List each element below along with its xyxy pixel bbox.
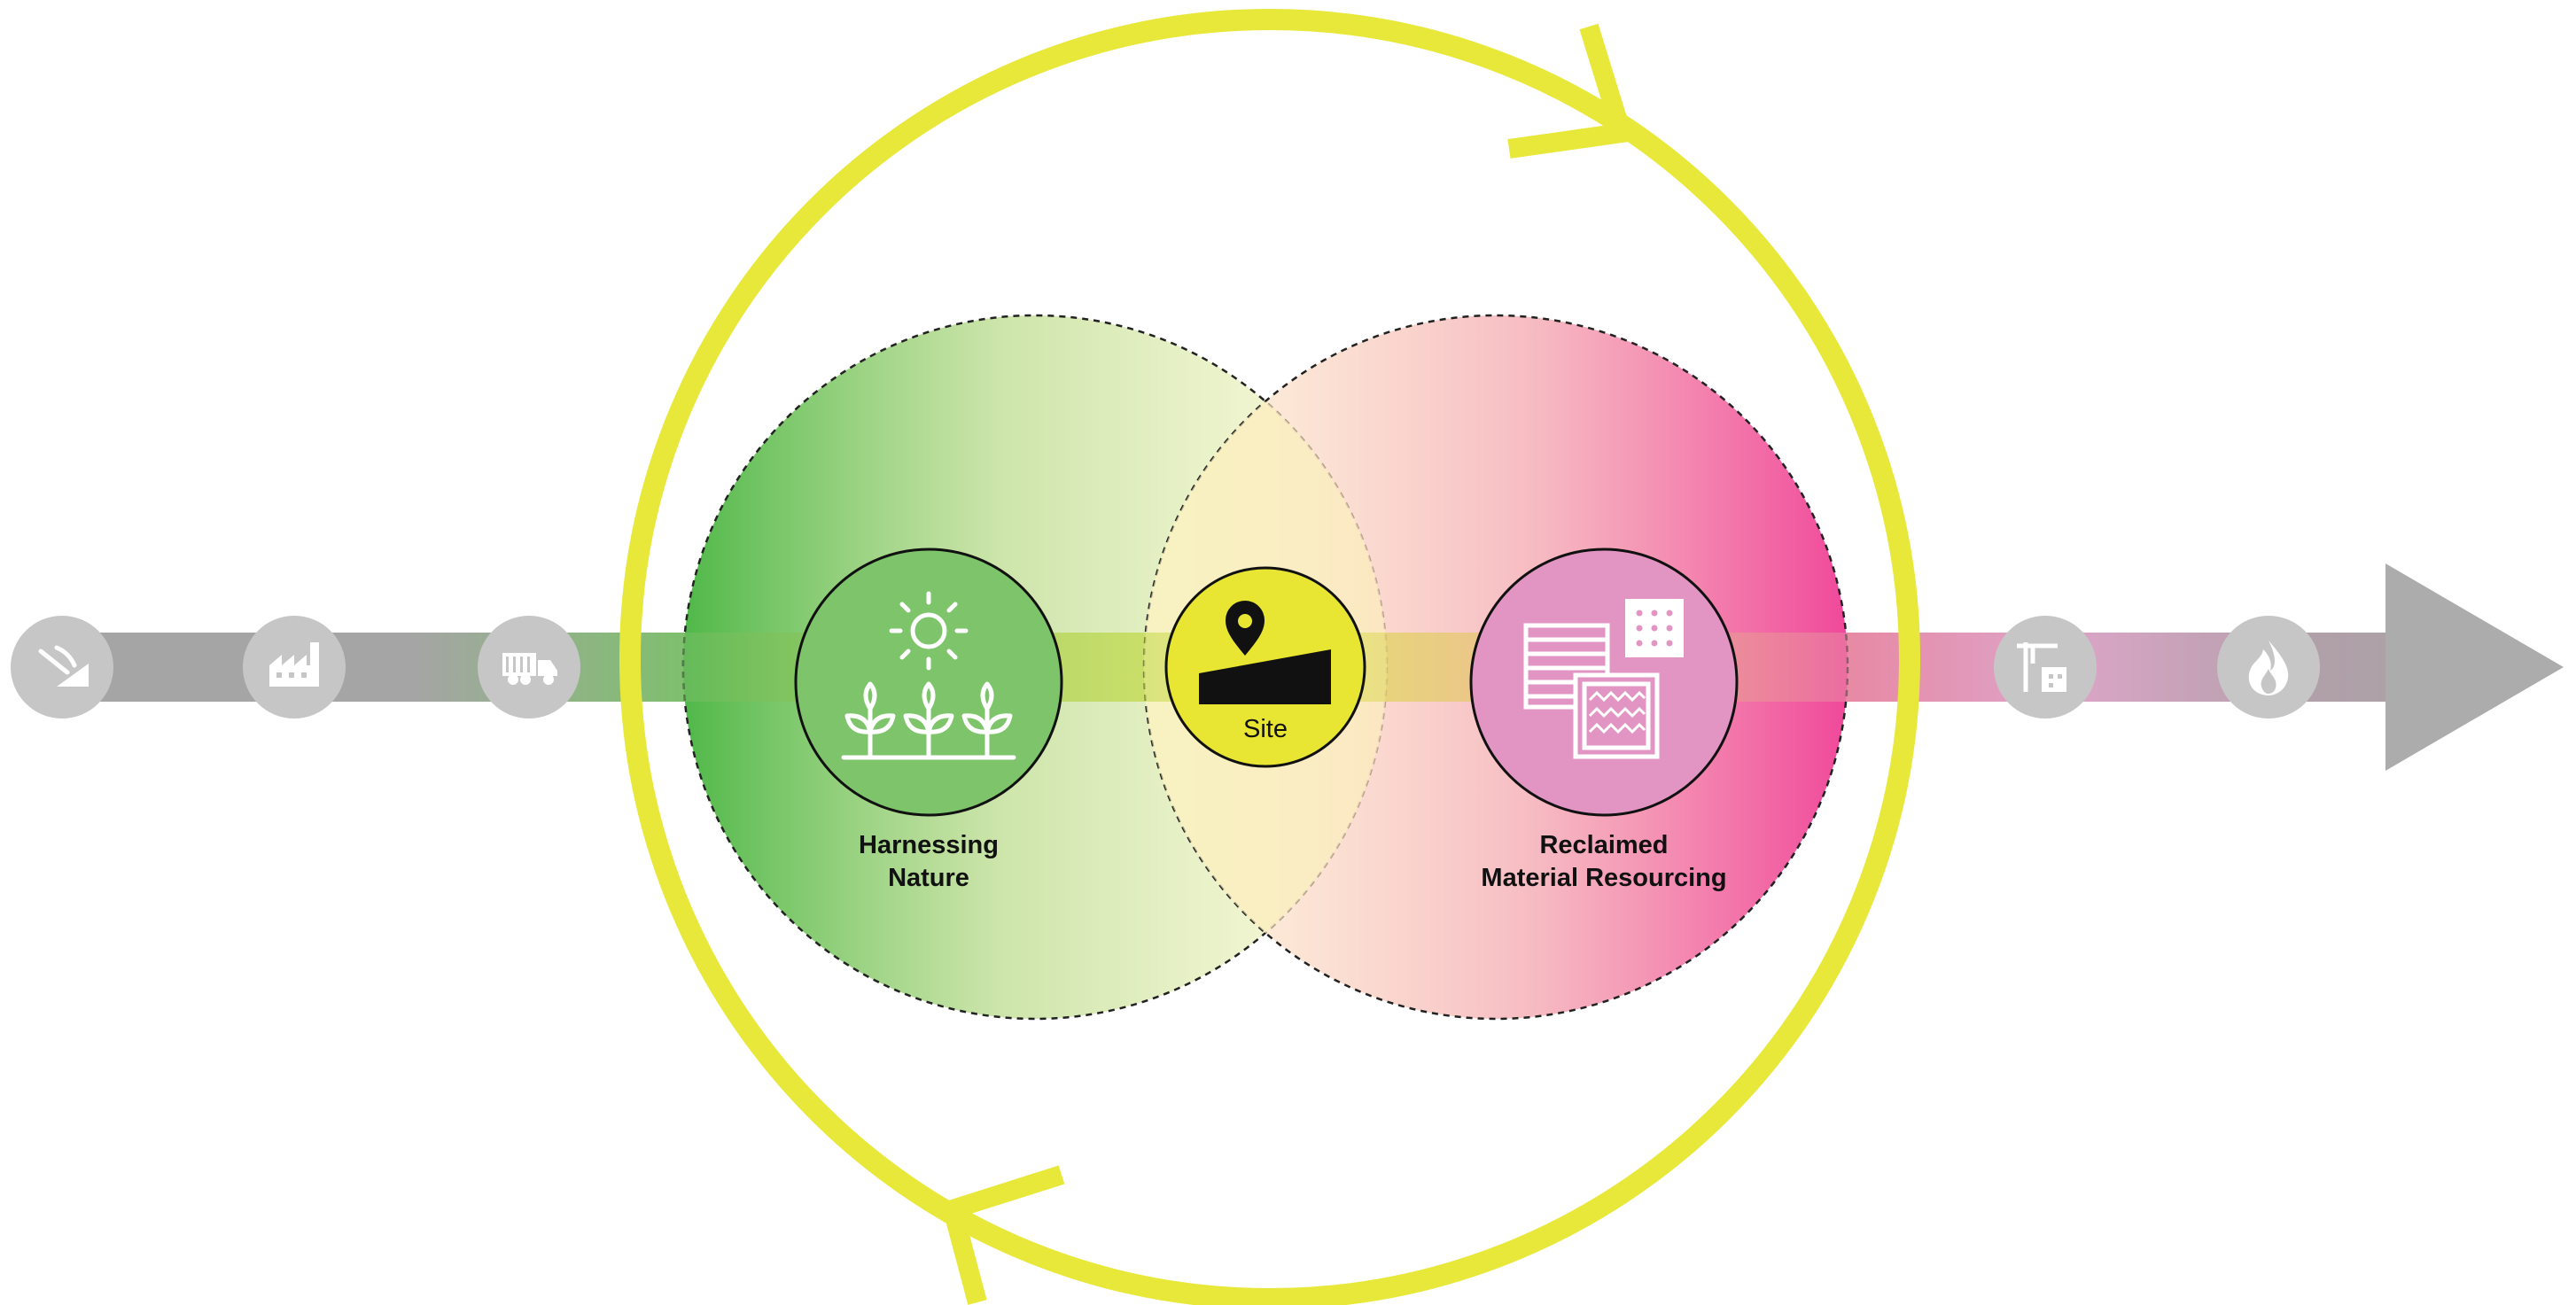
- nature-hub: [794, 548, 1063, 817]
- plants-sun-icon: [841, 591, 1016, 760]
- nature-label-line2: Nature: [888, 864, 969, 892]
- cycle-ring: [619, 9, 1920, 1305]
- reclaim-label-line1: Reclaimed: [1539, 831, 1668, 859]
- fire-icon: [2248, 641, 2289, 695]
- location-pin-icon: [1226, 601, 1265, 656]
- timeline-icon-truck: [478, 616, 580, 719]
- timeline-icon-fire: [2217, 616, 2320, 719]
- site-label: Site: [1243, 715, 1288, 743]
- truck-icon: [502, 653, 557, 685]
- cycle-ring-path: [619, 9, 1920, 1305]
- timeline-icon-construction: [1994, 616, 2097, 719]
- construction-crane-icon: [2017, 642, 2066, 692]
- cycle-arrow-top-icon: [1507, 23, 1635, 159]
- timeline-icon-mining: [11, 616, 113, 719]
- reclaimed-material-panels-icon: [1523, 599, 1684, 759]
- site-hub: [1164, 566, 1366, 768]
- reclaim-hub: [1469, 548, 1739, 817]
- slope-terrain-icon: [1199, 649, 1331, 704]
- factory-icon: [269, 642, 319, 687]
- nature-label-line1: Harnessing: [859, 831, 999, 859]
- timeline-arrowhead: [2385, 563, 2564, 771]
- cycle-arrow-bottom-icon: [940, 1165, 1065, 1305]
- reclaim-label-line2: Material Resourcing: [1481, 864, 1726, 892]
- timeline-icon-factory: [243, 616, 346, 719]
- mining-icon: [37, 645, 89, 687]
